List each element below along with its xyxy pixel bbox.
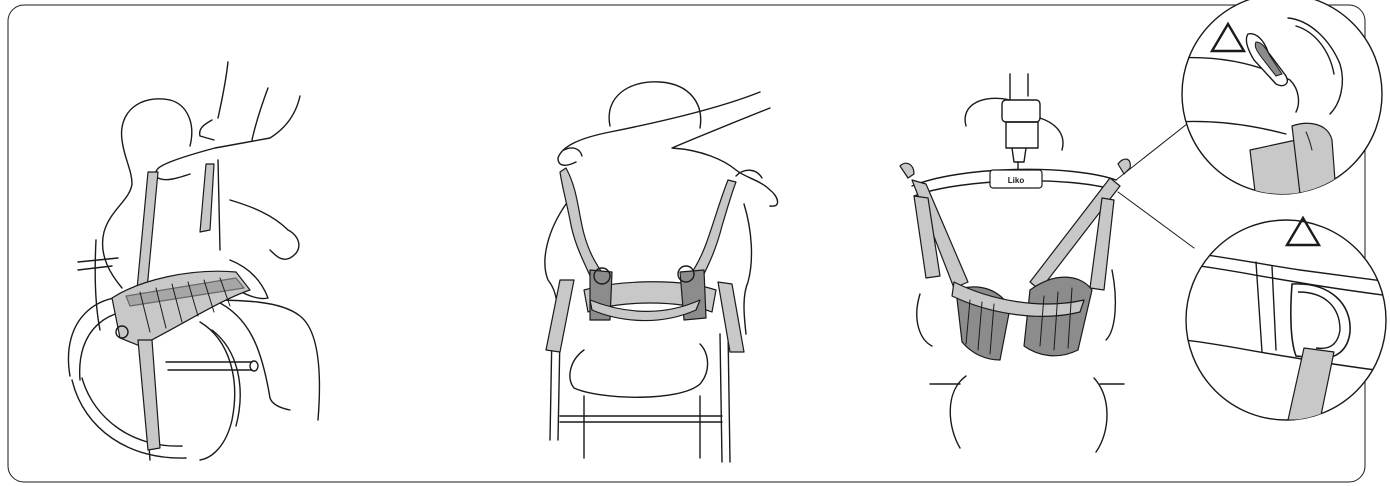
step-chair-back-view (545, 82, 778, 462)
chair (550, 330, 730, 462)
spreader-bar: Liko (912, 169, 1116, 196)
callout-leader-bottom (1118, 192, 1194, 248)
caregiver-figure (156, 62, 300, 259)
detail-callout-bottom (1184, 218, 1390, 420)
step-lift-back-view: Liko (900, 74, 1194, 452)
callout-leader-top (1116, 120, 1192, 180)
detail-callout-top (1176, 0, 1382, 200)
caregiver-arms (558, 92, 778, 206)
liko-logo: Liko (1008, 176, 1025, 185)
step-wheelchair-side-view (68, 62, 319, 460)
ceiling-lift (1002, 74, 1040, 172)
sling (546, 168, 744, 352)
sling (112, 164, 250, 450)
figure-frame (8, 5, 1365, 482)
